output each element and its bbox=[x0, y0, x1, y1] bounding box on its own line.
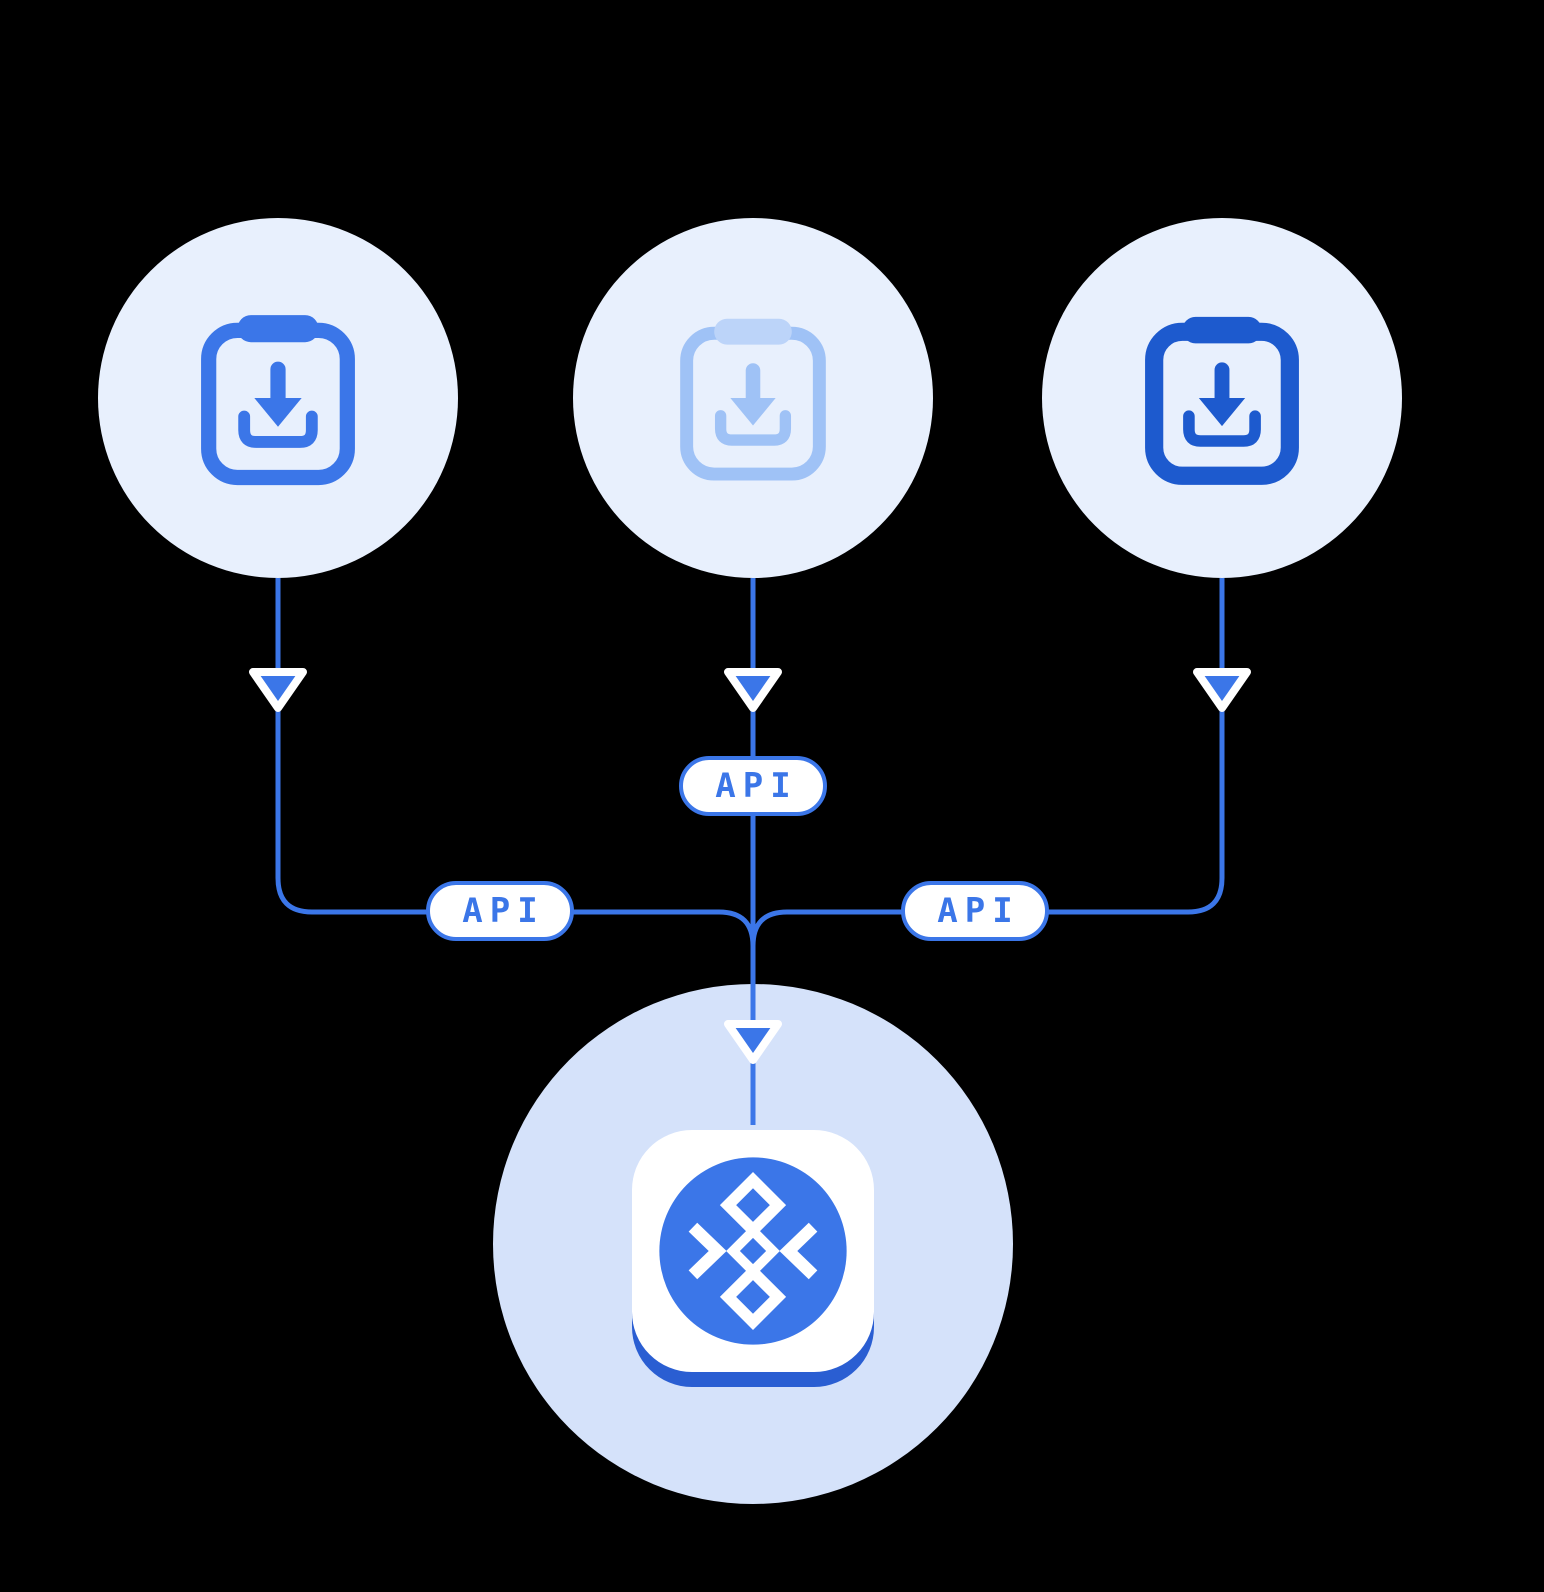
api-badge-right: API bbox=[901, 881, 1049, 941]
download-arrow-head bbox=[254, 398, 302, 427]
clipboard-download-icon bbox=[201, 315, 355, 486]
down-arrowhead-icon bbox=[1193, 668, 1251, 712]
download-tray bbox=[1183, 410, 1261, 447]
source-node-left bbox=[98, 218, 458, 578]
source-node-right bbox=[1042, 218, 1402, 578]
api-badge-label: API bbox=[715, 766, 798, 806]
download-tray bbox=[714, 410, 792, 446]
download-arrow-head bbox=[1198, 398, 1246, 427]
download-arrow-head bbox=[730, 398, 776, 426]
clipboard-clip bbox=[714, 318, 792, 345]
api-badge-label: API bbox=[462, 891, 545, 931]
down-arrowhead-icon bbox=[249, 668, 307, 712]
clipboard-download-icon bbox=[1145, 316, 1299, 485]
hub-app-tile bbox=[632, 1130, 874, 1372]
clipboard-clip bbox=[1182, 316, 1262, 344]
hub-logo-icon bbox=[659, 1157, 847, 1345]
api-badge-left: API bbox=[426, 881, 574, 941]
down-arrowhead-icon bbox=[724, 668, 782, 712]
clipboard-clip bbox=[237, 315, 319, 343]
api-badge-label: API bbox=[937, 891, 1020, 931]
download-tray bbox=[238, 410, 318, 448]
clipboard-download-icon bbox=[680, 318, 826, 481]
hub-logo-circle bbox=[659, 1157, 847, 1345]
source-node-middle bbox=[573, 218, 933, 578]
api-badge-top: API bbox=[679, 756, 827, 816]
